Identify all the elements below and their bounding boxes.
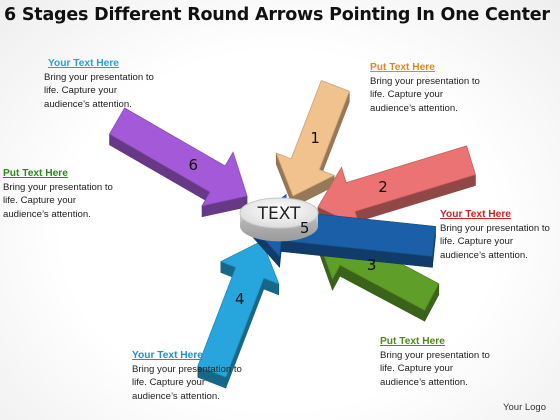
stage-number-2: 2 xyxy=(378,178,388,196)
text-block-1-heading: Put Text Here xyxy=(370,62,435,73)
text-block-3-heading: Put Text Here xyxy=(380,336,445,347)
text-block-2-line-2: life. Capture your xyxy=(440,236,514,248)
center-disc: TEXT xyxy=(239,197,319,242)
slide-title: 6 Stages Different Round Arrows Pointing… xyxy=(4,5,550,25)
stage-number-5: 5 xyxy=(300,219,310,237)
text-block-5-line-2: life. Capture your xyxy=(3,195,77,207)
stage-number-1: 1 xyxy=(310,129,320,147)
text-block-4-line-1: Bring your presentation to xyxy=(132,363,242,375)
center-label: TEXT xyxy=(257,204,301,224)
text-block-1-line-1: Bring your presentation to xyxy=(370,75,480,87)
text-block-2-heading: Your Text Here xyxy=(440,209,511,220)
text-block-6-heading: Your Text Here xyxy=(48,58,119,69)
text-block-5-line-1: Bring your presentation to xyxy=(3,181,113,193)
text-block-4: Your Text Here Bring your presentation t… xyxy=(132,349,242,403)
text-block-4-line-2: life. Capture your xyxy=(132,377,206,389)
arrow-stage-4 xyxy=(197,240,280,389)
text-block-4-heading: Your Text Here xyxy=(132,350,203,361)
text-block-4-line-3: audience’s attention. xyxy=(132,390,220,402)
stage-number-4: 4 xyxy=(235,290,245,308)
text-block-6-line-3: audience’s attention. xyxy=(44,98,132,110)
text-block-5-line-3: audience’s attention. xyxy=(3,208,91,220)
text-block-3-line-3: audience’s attention. xyxy=(380,376,468,388)
arrow-stage-6 xyxy=(109,107,248,218)
text-block-3-line-2: life. Capture your xyxy=(380,363,454,375)
text-block-2-line-3: audience’s attention. xyxy=(440,249,528,261)
stage-number-3: 3 xyxy=(367,256,377,274)
text-block-3-line-1: Bring your presentation to xyxy=(380,349,490,361)
text-block-1-line-3: audience’s attention. xyxy=(370,102,458,114)
text-block-2-line-1: Bring your presentation to xyxy=(440,222,550,234)
text-block-2: Your Text Here Bring your presentation t… xyxy=(440,208,550,262)
text-block-6-line-1: Bring your presentation to xyxy=(44,71,154,83)
text-block-1: Put Text Here Bring your presentation to… xyxy=(370,61,480,115)
stage-number-6: 6 xyxy=(189,156,199,174)
arrow-stage-1 xyxy=(275,79,350,208)
text-block-6: Your Text Here Bring your presentation t… xyxy=(44,57,154,111)
text-block-5: Put Text Here Bring your presentation to… xyxy=(3,167,113,221)
text-block-3: Put Text Here Bring your presentation to… xyxy=(380,335,490,389)
logo-placeholder: Your Logo xyxy=(503,402,546,413)
text-block-6-line-2: life. Capture your xyxy=(44,85,118,97)
text-block-1-line-2: life. Capture your xyxy=(370,89,444,101)
text-block-5-heading: Put Text Here xyxy=(3,168,68,179)
